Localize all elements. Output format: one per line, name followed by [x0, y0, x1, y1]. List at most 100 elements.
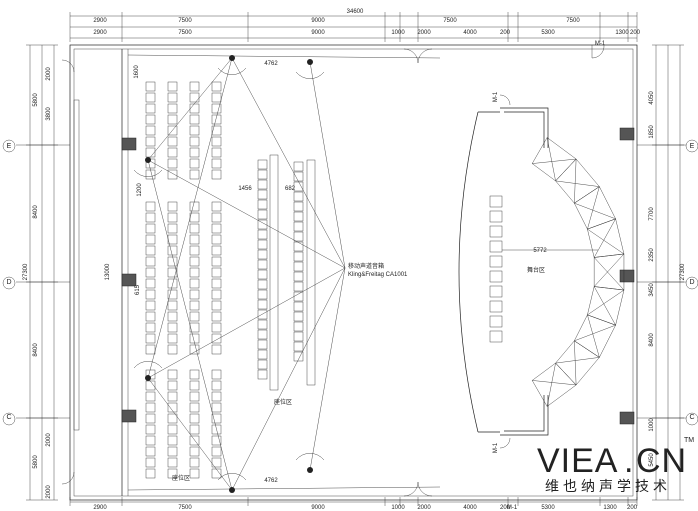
seat-block-a-0-5: [145, 136, 156, 147]
shell-segment-5: [587, 286, 625, 326]
stage-seat-6: [489, 285, 503, 298]
seat-col-1-0-21: [257, 369, 268, 380]
seat-block-a-1-3: [167, 114, 178, 125]
left-inner-dim-2: 3800: [46, 107, 52, 121]
seat-block-a-1-8: [167, 169, 178, 180]
door-tag-side-top: M-1: [493, 91, 499, 102]
seat-block-c-1-7: [167, 446, 178, 457]
seat-block-a-0-6: [145, 147, 156, 158]
top2-dim-5: 2000: [417, 30, 431, 36]
stage-seat-7: [489, 300, 503, 313]
speaker-model-label: Kling&Freitag CA1001: [348, 272, 408, 278]
top2-dim-10: 200: [630, 30, 641, 36]
seat-note-b: 座位区: [172, 474, 190, 482]
seat-block-b-2-1: [189, 212, 200, 223]
seat-block-b-0-2: [145, 223, 156, 234]
seat-col-2-0-9: [293, 251, 304, 262]
seat-block-a-0-1: [145, 92, 156, 103]
seat-block-a-3-7: [211, 158, 222, 169]
seat-block-b-0-9: [145, 300, 156, 311]
seat-block-a-3-8: [211, 169, 222, 180]
seat-col-2-0-7: [293, 231, 304, 242]
top2-dim-1: 2900: [93, 30, 107, 36]
speaker-line-3: [147, 267, 346, 379]
seat-col-2-0-14: [293, 301, 304, 312]
seat-col-1-0-19: [257, 349, 268, 360]
bottom-dim-1: 2900: [93, 505, 107, 511]
seat-block-c-3-6: [211, 435, 222, 446]
top2-dim-2: 7500: [178, 30, 192, 36]
seat-block-b-1-5: [167, 256, 178, 267]
seat-block-c-1-5: [167, 424, 178, 435]
seat-block-b-3-13: [211, 344, 222, 355]
shell-segment-8: [531, 362, 577, 407]
right-outer-dim-1: 7700: [649, 207, 655, 221]
vestibule-door-bottom: [499, 437, 511, 449]
seat-col-1-0-10: [257, 259, 268, 270]
speaker-fan-0: [217, 67, 247, 75]
seat-block-c-1-2: [167, 391, 178, 402]
seat-block-c-1-0: [167, 369, 178, 380]
seat-block-a-1-1: [167, 92, 178, 103]
seat-col-2-0-16: [293, 321, 304, 332]
seat-col-2-0-12: [293, 281, 304, 292]
seat-block-b-0-8: [145, 289, 156, 300]
seat-block-b-0-4: [145, 245, 156, 256]
seat-block-b-3-10: [211, 311, 222, 322]
left-outer-dim-2: 8400: [33, 205, 39, 219]
seat-block-b-3-2: [211, 223, 222, 234]
seat-block-b-2-5: [189, 256, 200, 267]
top2-dim-7: 200: [500, 30, 511, 36]
seat-col-1-0-16: [257, 319, 268, 330]
speaker-line-5: [309, 267, 346, 471]
seat-block-b-0-11: [145, 322, 156, 333]
bottom-corridor-line: [127, 486, 441, 491]
seat-block-a-0-0: [145, 81, 156, 92]
axis-bubble-right-d: [685, 276, 698, 290]
seat-block-b-3-5: [211, 256, 222, 267]
seat-block-b-1-3: [167, 234, 178, 245]
top2-dim-4: 1000: [391, 30, 405, 36]
seat-block-b-3-4: [211, 245, 222, 256]
axis-bubble-left-e: [2, 139, 16, 153]
seat-block-a-0-4: [145, 125, 156, 136]
seat-block-a-2-3: [189, 114, 200, 125]
seat-block-b-0-1: [145, 212, 156, 223]
right-inner-dim-2: 1850: [649, 125, 655, 139]
seat-block-c-3-0: [211, 369, 222, 380]
seat-block-b-1-11: [167, 322, 178, 333]
right-outer-dim-3: 5450: [649, 453, 655, 467]
stage-note: 舞台区: [527, 266, 545, 274]
aisle-rail-2: [306, 159, 316, 386]
plan-geometry: [2, 12, 698, 506]
seat-col-2-0-2: [293, 181, 304, 192]
seat-col-1-0-4: [257, 199, 268, 210]
seat-block-b-0-5: [145, 256, 156, 267]
door-swing-1a: [403, 481, 419, 497]
stage-seat-8: [489, 315, 503, 328]
stage-seat-2: [489, 225, 503, 238]
bottom-dim-2: 7500: [178, 505, 192, 511]
seat-block-a-0-8: [145, 169, 156, 180]
seat-block-c-3-5: [211, 424, 222, 435]
shell-segment-7: [555, 340, 600, 386]
dim-4762-bottom: 4762: [264, 478, 278, 484]
seat-block-a-3-2: [211, 103, 222, 114]
left-mid-dim: 27300: [23, 263, 29, 280]
seat-block-b-3-12: [211, 333, 222, 344]
bottom-dim-3: 9000: [311, 505, 325, 511]
seat-block-c-2-1: [189, 380, 200, 391]
seat-block-a-3-3: [211, 114, 222, 125]
door-swing-0a: [403, 48, 419, 64]
seat-block-b-1-8: [167, 289, 178, 300]
top1-dim-5: 7500: [566, 18, 580, 24]
dim-1200: 1200: [137, 183, 143, 197]
dim-1600: 1600: [134, 65, 140, 79]
shell-segment-0: [531, 137, 577, 182]
overall-dimension: 34600: [347, 9, 364, 15]
seat-block-c-2-3: [189, 402, 200, 413]
seat-block-a-3-5: [211, 136, 222, 147]
seat-block-b-3-8: [211, 289, 222, 300]
dim-682: 682: [285, 186, 296, 192]
speaker-fan-3: [133, 361, 163, 369]
